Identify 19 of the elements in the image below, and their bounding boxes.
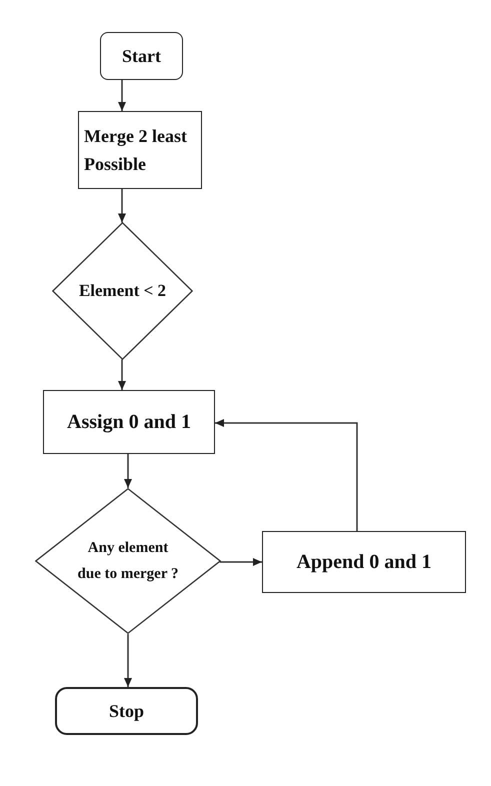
decision-label: Any element due to merger ?	[76, 539, 180, 584]
flow-arrow	[215, 419, 358, 531]
flow-arrow	[118, 360, 126, 390]
flow-arrow	[220, 558, 262, 566]
process-label: Append 0 and 1	[295, 550, 433, 574]
process-label: Merge 2 least Possible	[84, 125, 188, 176]
process-label: Assign 0 and 1	[66, 410, 192, 434]
terminal-box	[55, 687, 198, 735]
flow-arrow	[124, 454, 132, 488]
process-box	[262, 531, 466, 593]
terminal-box	[100, 32, 183, 80]
flow-arrow	[124, 634, 132, 687]
process-box	[43, 390, 215, 454]
terminal-label: Start	[121, 45, 162, 67]
flow-arrow	[118, 189, 126, 222]
decision-label: Element < 2	[78, 281, 166, 301]
process-box	[78, 111, 202, 189]
terminal-label: Stop	[108, 700, 145, 722]
flow-arrow	[118, 80, 126, 111]
